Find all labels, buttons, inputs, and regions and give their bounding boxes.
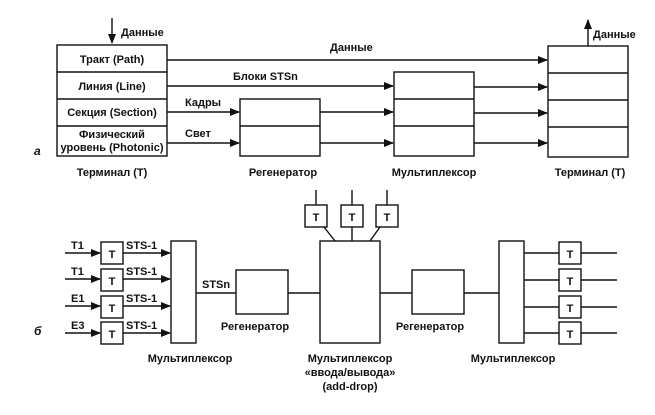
adm-label-2: «ввода/вывода» <box>305 367 396 379</box>
flow-section-label: Кадры <box>185 97 221 109</box>
flow-photonic-label: Свет <box>185 128 212 140</box>
multiplexer-a-label: Мультиплексор <box>392 167 477 179</box>
terminal-label: T <box>109 329 116 341</box>
add-drop-multiplexer <box>319 240 381 344</box>
terminal-label: T <box>313 212 320 224</box>
adm-terminal-1: T <box>304 190 336 242</box>
layer-photonic-2: уровень (Photonic) <box>61 142 164 154</box>
regenerator-a-label: Регенератор <box>249 167 317 179</box>
input-label: E1 <box>71 293 84 305</box>
multiplexer-left <box>170 240 197 344</box>
input-row-3: E1 T STS-1 <box>65 293 171 319</box>
layer-section: Секция (Section) <box>67 107 157 119</box>
input-data-label: Данные <box>121 27 164 39</box>
terminal-left-stack: Тракт (Path) Линия (Line) Секция (Sectio… <box>56 44 168 157</box>
diagram-b-label: б <box>34 324 42 338</box>
adm-label-1: Мультиплексор <box>308 353 393 365</box>
terminal-label: T <box>109 276 116 288</box>
adm-terminal-3: T <box>369 190 399 242</box>
multiplexer-a <box>393 71 475 157</box>
sts-label: STS-1 <box>126 240 157 252</box>
multiplexer-right <box>498 240 525 344</box>
terminal-label: T <box>384 212 391 224</box>
output-row-3: T <box>524 295 617 319</box>
diagram-a: а Данные Тракт (Path) Линия (Line) Секци… <box>34 18 636 179</box>
multiplexer-left-label: Мультиплексор <box>148 353 233 365</box>
input-label: T1 <box>71 266 84 278</box>
output-data-label: Данные <box>593 29 636 41</box>
terminal-label: T <box>567 249 574 261</box>
regenerator-b2 <box>411 269 465 315</box>
terminal-right-stack <box>547 45 629 158</box>
diagram-b: б T1 T STS-1 T1 T STS-1 E1 T STS-1 <box>34 190 617 393</box>
diagram-a-label: а <box>34 144 41 158</box>
regenerator-b1-label: Регенератор <box>221 321 289 333</box>
input-row-1: T1 T STS-1 <box>65 240 171 265</box>
terminal-label: T <box>109 249 116 261</box>
sts-label: STS-1 <box>126 293 157 305</box>
terminal-label: T <box>349 212 356 224</box>
flow-path-label: Данные <box>330 42 373 54</box>
terminal-box <box>100 268 124 292</box>
terminal-box <box>100 295 124 319</box>
input-row-4: E3 T STS-1 <box>65 320 171 345</box>
terminal-label: T <box>567 303 574 315</box>
sts-label: STS-1 <box>126 320 157 332</box>
output-row-2: T <box>524 268 617 292</box>
input-row-2: T1 T STS-1 <box>65 266 171 292</box>
regenerator-b2-label: Регенератор <box>396 321 464 333</box>
terminal-label: T <box>109 303 116 315</box>
layer-photonic-1: Физический <box>79 129 145 141</box>
sts-label: STS-1 <box>126 266 157 278</box>
adm-terminal-2: T <box>340 190 364 241</box>
layer-line: Линия (Line) <box>78 81 146 93</box>
layer-path: Тракт (Path) <box>80 54 145 66</box>
multiplexer-right-label: Мультиплексор <box>471 353 556 365</box>
terminal-left-label: Терминал (Т) <box>77 167 148 179</box>
output-row-4: T <box>524 321 617 345</box>
stsn-label: STSn <box>202 279 230 291</box>
input-label: E3 <box>71 320 84 332</box>
adm-label-3: (add-drop) <box>323 381 378 393</box>
flow-line-label: Блоки STSn <box>233 71 298 83</box>
regenerator-b1 <box>235 269 289 315</box>
regenerator-a <box>239 98 321 157</box>
terminal-label: T <box>567 329 574 341</box>
output-row-1: T <box>524 241 617 265</box>
terminal-label: T <box>567 276 574 288</box>
terminal-right-label: Терминал (Т) <box>555 167 626 179</box>
input-label: T1 <box>71 240 84 252</box>
